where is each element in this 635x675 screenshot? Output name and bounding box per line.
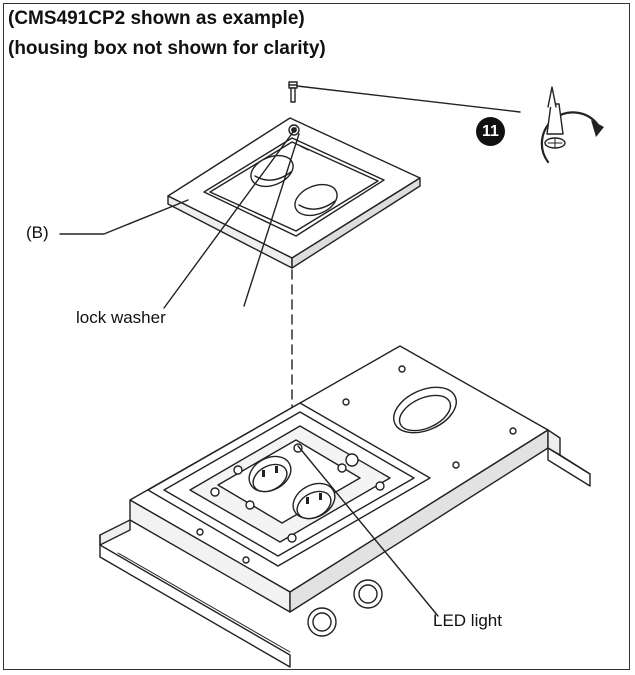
leader-led-light [297,445,439,617]
callout-led-light: LED light [433,611,502,630]
cover-plate [167,117,421,269]
diagram-frame [3,3,630,670]
step-number-badge: 11 [476,117,505,146]
screw [288,81,298,103]
title-line-1: (CMS491CP2 shown as example) [8,8,305,29]
screwdriver-rotate-icon [540,86,604,164]
leader-b [59,199,189,235]
duplex-receptacle [210,443,385,543]
leader-lock-washer [163,127,297,309]
title-line-2: (housing box not shown for clarity) [8,38,326,59]
callout-b: (B) [26,223,49,242]
leader-lock-washer-2 [243,133,300,307]
callout-lock-washer: lock washer [76,308,166,327]
screw-leader [296,85,521,113]
